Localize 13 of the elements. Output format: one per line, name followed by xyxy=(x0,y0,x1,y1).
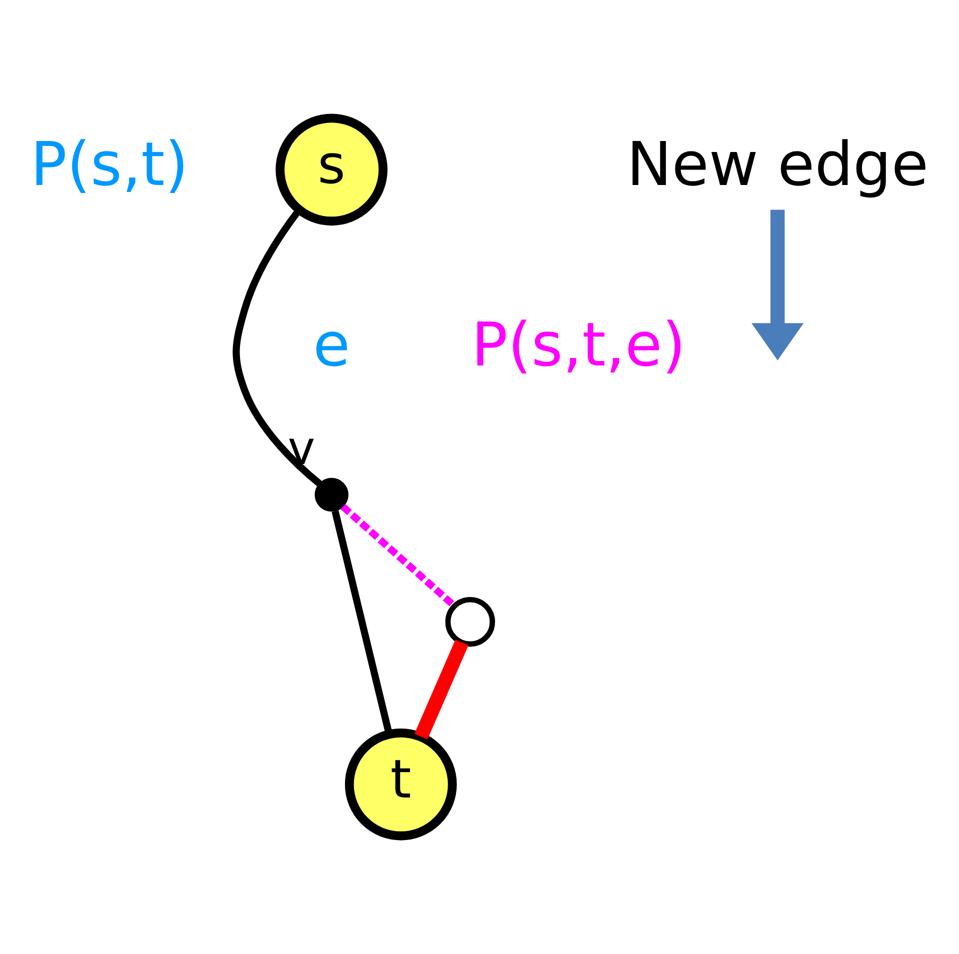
arrow xyxy=(751,210,804,360)
node-circle xyxy=(445,596,496,647)
connector xyxy=(232,208,322,487)
label: P(s,t,e) xyxy=(471,310,686,380)
node-label: v xyxy=(288,421,316,476)
label: P(s,t) xyxy=(30,130,188,200)
node-circle: s xyxy=(276,114,388,226)
connector xyxy=(340,504,456,608)
node-circle: t xyxy=(344,728,457,840)
node-text: New edge xyxy=(626,130,929,200)
label: e xyxy=(312,310,350,380)
node-circle xyxy=(314,478,348,512)
connector xyxy=(414,640,468,740)
